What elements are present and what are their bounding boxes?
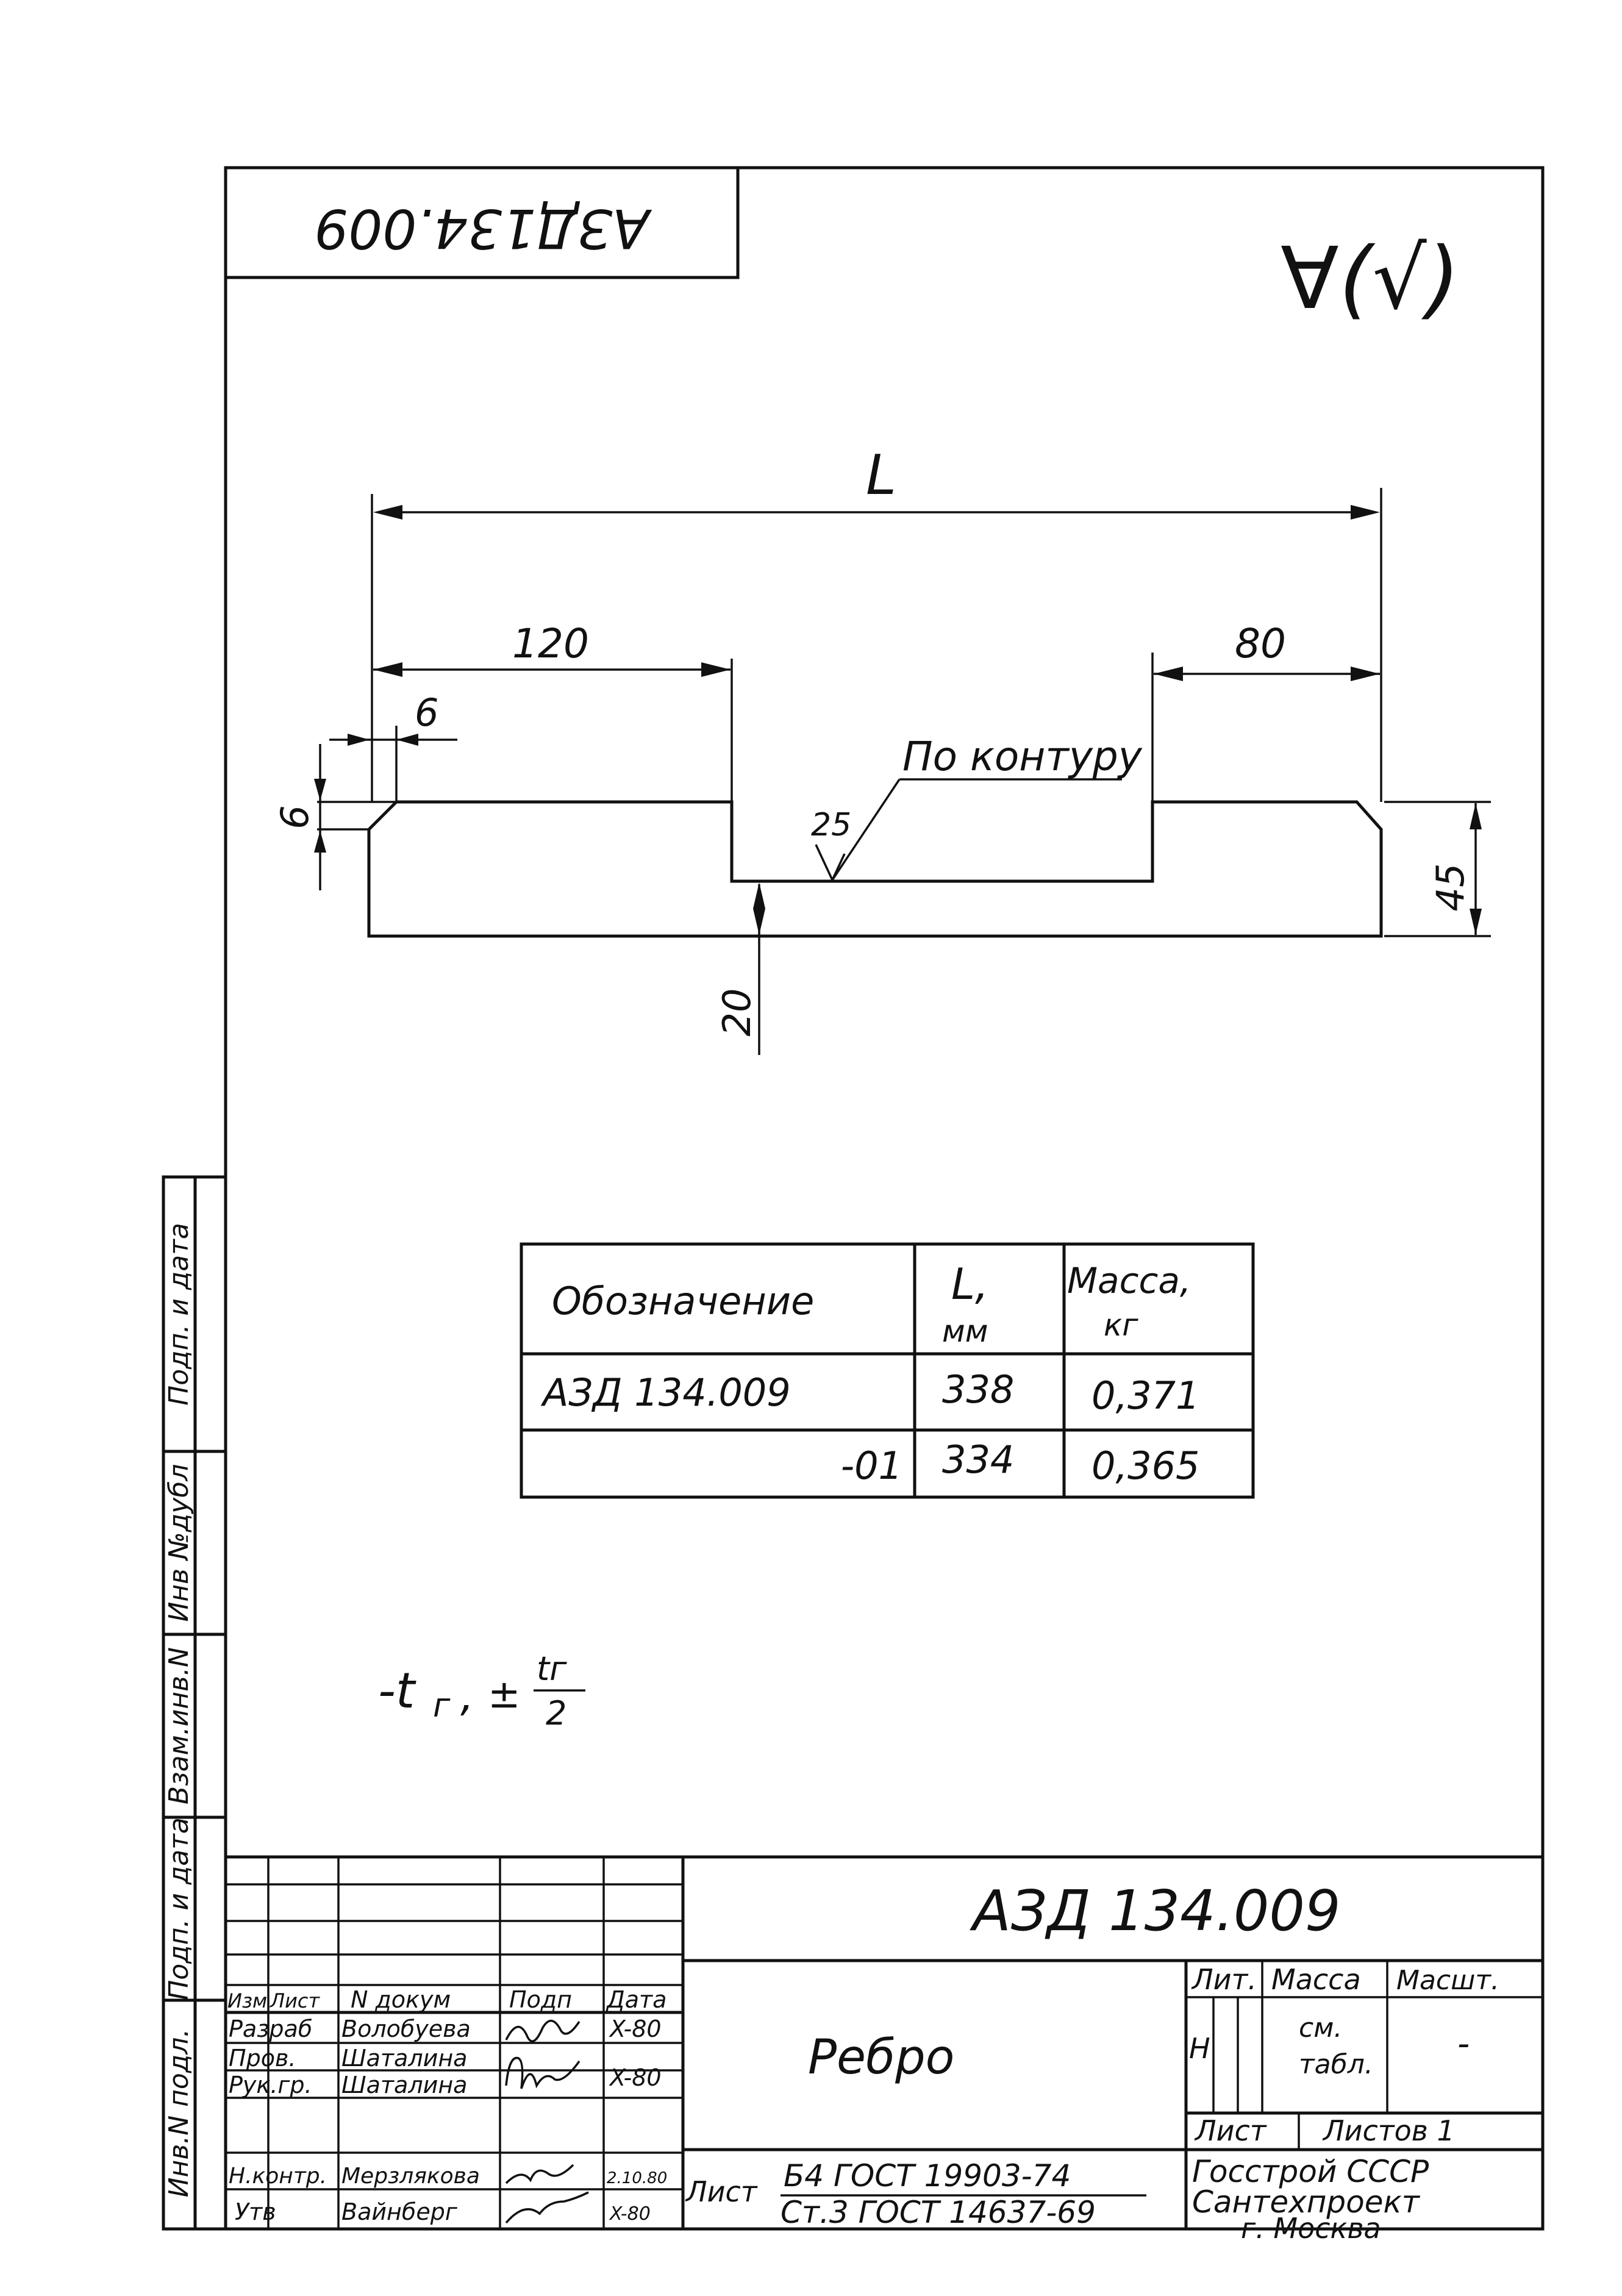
dimension-height: 45 xyxy=(1384,801,1491,937)
role-1: Разраб xyxy=(229,2015,312,2042)
code-stamp: АЗД134.009 xyxy=(314,197,652,260)
spec-header-mass: Масса, xyxy=(1067,1260,1191,1301)
col-data: Дата xyxy=(606,1986,666,2013)
part-outline xyxy=(367,800,1383,938)
side-strip-label-1: Подп. и дата xyxy=(163,1223,195,1406)
side-strip-label-4: Подп. и дата xyxy=(163,1817,195,2000)
title-block: Изм Лист N докум Подп Дата Разраб Волобу… xyxy=(226,1855,1543,2245)
sheet-label: Лист xyxy=(1194,2114,1267,2147)
col-podp: Подп xyxy=(509,1986,572,2013)
side-strip: Подп. и дата Инв №дубл Взам.инв.N Подп. … xyxy=(162,1175,227,2231)
col-list: Лист xyxy=(270,1989,320,2012)
material-line-2: Ст.3 ГОСТ 14637-69 xyxy=(781,2195,1096,2230)
dimension-notch-depth: 20 xyxy=(715,882,765,1055)
dimension-right-offset: 80 xyxy=(1151,620,1380,802)
tolerance-fraction-den: 2 xyxy=(546,1694,566,1733)
spec-header-length-unit: мм xyxy=(942,1314,988,1349)
part-name: Ребро xyxy=(808,2030,954,2085)
dimension-length: L xyxy=(371,443,1382,802)
weld-size-label: 25 xyxy=(811,807,851,843)
scale-value: - xyxy=(1457,2024,1470,2064)
mass-value-2: табл. xyxy=(1299,2049,1373,2080)
signature-3 xyxy=(505,2164,574,2184)
dimension-length-label: L xyxy=(866,443,896,507)
dimension-chamfer-height-label: 6 xyxy=(273,805,317,829)
role-5: Утв xyxy=(235,2198,276,2225)
lit-value: Н xyxy=(1189,2032,1210,2065)
tolerance-note-b: ± xyxy=(488,1672,521,1717)
signature-2 xyxy=(505,2056,581,2089)
material-label: Лист xyxy=(685,2175,758,2208)
dimension-chamfer-width: 6 xyxy=(329,690,457,802)
side-strip-label-3: Взам.инв.N xyxy=(163,1647,195,1804)
dimension-left-offset-label: 120 xyxy=(512,620,589,667)
spec-table: Обозначение L, мм Масса, кг АЗД 134.009 … xyxy=(520,1242,1255,1499)
spec-header-length: L, xyxy=(951,1259,988,1309)
code-stamp-box xyxy=(224,166,740,279)
roughness-symbol: ∀(√) xyxy=(1281,229,1460,329)
spec-row-2-length: 334 xyxy=(942,1437,1014,1482)
org-line-2: Сантехпроект xyxy=(1192,2184,1421,2220)
lit-label: Лит. xyxy=(1191,1963,1257,1996)
spec-row-1-designation: АЗД 134.009 xyxy=(540,1370,791,1415)
tolerance-note: -t г , ± tг 2 xyxy=(378,1650,585,1733)
col-ndoc: N докум xyxy=(351,1986,451,2013)
role-3-name: Шаталина xyxy=(341,2072,467,2098)
tolerance-note-a-sub: г xyxy=(433,1686,451,1725)
dimension-chamfer-height: 6 xyxy=(273,744,396,890)
tolerance-fraction-num: tг xyxy=(537,1650,567,1688)
weld-callout: 25 По контуру xyxy=(811,733,1143,883)
role-4-name: Мерзлякова xyxy=(341,2164,480,2189)
role-5-name: Вайнберг xyxy=(341,2198,458,2225)
tolerance-comma: , xyxy=(460,1671,474,1721)
spec-row-2-designation: -01 xyxy=(841,1443,902,1488)
mass-value-1: см. xyxy=(1299,2012,1342,2044)
dimension-left-offset: 120 xyxy=(373,620,733,802)
scale-label: Масшт. xyxy=(1396,1965,1499,1996)
role-1-name: Волобуева xyxy=(341,2015,471,2042)
side-strip-label-2: Инв №дубл xyxy=(163,1464,195,1622)
role-2-name: Шаталина xyxy=(341,2045,467,2072)
role-1-date: X-80 xyxy=(609,2015,662,2042)
tolerance-note-a: -t xyxy=(378,1662,416,1719)
sheets-label: Листов 1 xyxy=(1322,2114,1455,2147)
signature-1 xyxy=(505,2020,581,2042)
dimension-right-offset-label: 80 xyxy=(1235,620,1286,667)
weld-note: По контуру xyxy=(902,733,1143,780)
dimension-height-label: 45 xyxy=(1428,864,1473,912)
dimension-notch-depth-label: 20 xyxy=(715,989,759,1037)
spec-row-2-mass: 0,365 xyxy=(1091,1443,1200,1488)
org-line-3: г. Москва xyxy=(1241,2212,1381,2245)
role-2-date: X-80 xyxy=(609,2064,662,2091)
role-3: Рук.гр. xyxy=(229,2072,312,2098)
signature-4 xyxy=(505,2191,589,2224)
col-izm: Изм xyxy=(227,1989,267,2012)
spec-row-1-length: 338 xyxy=(942,1367,1014,1412)
spec-row-1-mass: 0,371 xyxy=(1091,1373,1200,1418)
dimension-chamfer-width-label: 6 xyxy=(415,690,438,735)
role-5-date: X-80 xyxy=(609,2203,651,2225)
side-strip-label-5: Инв.N подл. xyxy=(163,2029,195,2198)
role-4: Н.контр. xyxy=(229,2164,327,2189)
role-2: Пров. xyxy=(229,2045,296,2072)
role-4-date: 2.10.80 xyxy=(607,2169,667,2187)
doc-number: АЗД 134.009 xyxy=(970,1878,1340,1944)
mass-label: Масса xyxy=(1271,1963,1361,1996)
material-line-1: Б4 ГОСТ 19903-74 xyxy=(784,2158,1071,2194)
spec-header-mass-unit: кг xyxy=(1104,1307,1138,1343)
org-line-1: Госстрой СССР xyxy=(1192,2154,1429,2189)
spec-header-designation: Обозначение xyxy=(552,1279,814,1323)
